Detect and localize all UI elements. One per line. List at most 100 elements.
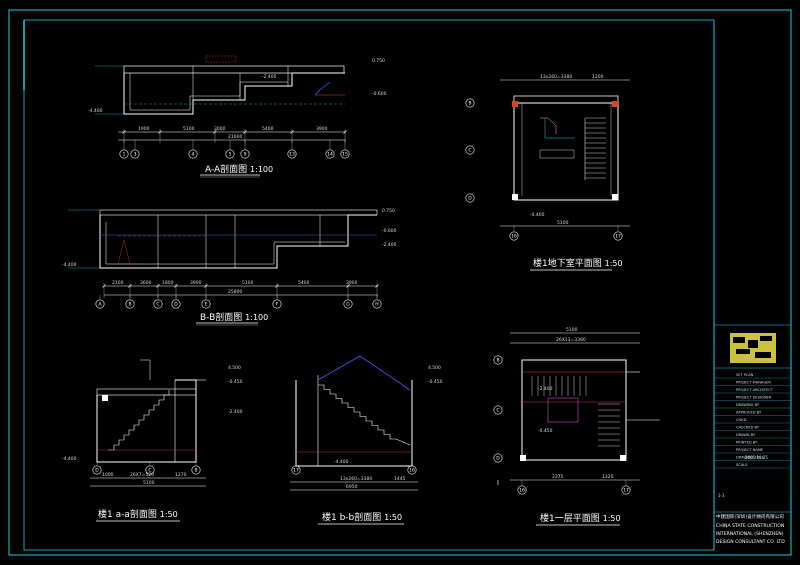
axis-label-f1-axes-4: D bbox=[496, 456, 500, 462]
axis-bubble-aa-axes-4 bbox=[240, 149, 250, 159]
axis-label-bb-axes-5: F bbox=[276, 302, 279, 308]
axis-label-bb-axes-3: D bbox=[174, 302, 178, 308]
axis-bubble-saa-axes-0 bbox=[92, 465, 102, 475]
tb-company-en-1: CHINA STATE CONSTRUCTION bbox=[716, 523, 784, 529]
drawing-frame bbox=[23, 19, 715, 551]
tb-row-label-11: DRAWING TITLE bbox=[736, 456, 765, 460]
tb-company-en-2: INTERNATIONAL (SHENZHEN) bbox=[716, 531, 784, 537]
saa-elev-2: -0.450 bbox=[228, 379, 243, 385]
axis-bubble-aa-axes-6 bbox=[325, 149, 335, 159]
aa-dim-2: 5100 bbox=[183, 126, 195, 132]
sheet-border bbox=[8, 9, 792, 556]
saa-elev-3: 4.500 bbox=[228, 365, 241, 371]
axis-bubble-bb-axes-3 bbox=[171, 299, 181, 309]
bb-title: B-B剖面图 1:100 bbox=[200, 311, 268, 323]
f1-dim-3: 1320 bbox=[602, 474, 614, 480]
tb-date: 2005.10.25 bbox=[745, 455, 768, 460]
aa-title: A-A剖面图 1:100 bbox=[205, 163, 273, 175]
company-logo bbox=[730, 333, 776, 363]
tb-row-label-8: DRAWN BY bbox=[736, 433, 756, 437]
axis-bubble-b1-axes-2 bbox=[465, 98, 475, 108]
axis-bubble-b1-axes-3 bbox=[465, 145, 475, 155]
stair-1f-plan: 26X13=3380 5100 2375 1320 -0.450 -2.400 … bbox=[493, 327, 660, 526]
bb-elev-2: -0.600 bbox=[382, 228, 397, 234]
axis-bubble-bb-axes-4 bbox=[201, 299, 211, 309]
axis-label-aa-axes-4: 9 bbox=[244, 152, 247, 158]
b1-title: 楼1地下室平面图 1:50 bbox=[533, 257, 623, 269]
bb-dim-4: 3900 bbox=[190, 280, 202, 286]
axis-bubble-b1-axes-0 bbox=[509, 231, 519, 241]
axis-label-b1-axes-1: 17 bbox=[615, 234, 621, 240]
b1-dim-total: 5100 bbox=[557, 220, 569, 226]
f1-dim-2: 2375 bbox=[552, 474, 564, 480]
axis-bubble-saa-axes-1 bbox=[145, 465, 155, 475]
sbb-elev-1: -4.400 bbox=[334, 459, 349, 465]
aa-elev-4: -4.400 bbox=[88, 108, 103, 114]
f1-elev-2: -2.400 bbox=[538, 386, 553, 392]
tb-row-label-7: CHECKED BY bbox=[736, 426, 760, 430]
axis-bubble-f1-axes-2 bbox=[493, 355, 503, 365]
axis-bubble-aa-axes-1 bbox=[130, 149, 140, 159]
axis-bubble-bb-axes-1 bbox=[125, 299, 135, 309]
axis-bubble-bb-axes-0 bbox=[95, 299, 105, 309]
axis-label-bb-axes-4: E bbox=[205, 302, 208, 308]
axis-label-b1-axes-2: B bbox=[468, 101, 471, 107]
saa-dim-1: 1000 bbox=[102, 472, 114, 478]
axis-label-saa-axes-0: D bbox=[95, 468, 99, 474]
b1-dim-1: 13x260=3380 bbox=[540, 74, 572, 80]
axis-label-aa-axes-1: 3 bbox=[134, 152, 137, 158]
axis-bubble-aa-axes-5 bbox=[287, 149, 297, 159]
axis-bubble-f1-axes-3 bbox=[493, 405, 503, 415]
axis-bubble-aa-axes-7 bbox=[340, 149, 350, 159]
axis-bubble-aa-axes-2 bbox=[188, 149, 198, 159]
bb-dim-3: 1800 bbox=[162, 280, 174, 286]
tb-company-en-3: DESIGN CONSULTANT CO. LTD bbox=[716, 539, 785, 545]
axis-bubble-aa-axes-3 bbox=[225, 149, 235, 159]
b1-elev-1: -4.400 bbox=[530, 212, 545, 218]
aa-dim-4: 5400 bbox=[262, 126, 274, 132]
sbb-elev-2: -0.450 bbox=[428, 379, 443, 385]
axis-label-bb-axes-7: H bbox=[375, 302, 378, 308]
axis-label-saa-axes-1: C bbox=[148, 468, 151, 474]
axis-label-aa-axes-5: 13 bbox=[289, 152, 295, 158]
axis-label-f1-axes-1: 17 bbox=[623, 488, 629, 494]
axis-label-f1-axes-3: C bbox=[496, 408, 499, 414]
saa-elev-1: -4.400 bbox=[62, 456, 77, 462]
sbb-dim-total: 6950 bbox=[346, 484, 358, 490]
axis-label-b1-axes-3: C bbox=[468, 148, 471, 154]
tb-row-label-1: PROJECT MANAGER bbox=[736, 381, 771, 385]
axis-bubble-b1-axes-1 bbox=[613, 231, 623, 241]
axis-bubble-bb-axes-6 bbox=[343, 299, 353, 309]
saa-dim-total: 5100 bbox=[143, 480, 155, 486]
bb-dim-7: 3900 bbox=[346, 280, 358, 286]
tb-row-label-4: DRAWING BY bbox=[736, 403, 760, 407]
axis-label-bb-axes-0: A bbox=[98, 302, 102, 308]
axis-bubble-f1-axes-1 bbox=[621, 485, 631, 495]
bb-dim-6: 5400 bbox=[298, 280, 310, 286]
bb-elev-1: 0.750 bbox=[382, 208, 395, 214]
axis-label-aa-axes-6: 14 bbox=[327, 152, 333, 158]
sbb-title: 楼1 b-b剖面图 1:50 bbox=[322, 511, 402, 523]
aa-elev-3: -0.600 bbox=[372, 91, 387, 97]
axis-label-saa-axes-2: B bbox=[194, 468, 197, 474]
axis-label-b1-axes-0: 16 bbox=[511, 234, 517, 240]
bb-dim-2: 3600 bbox=[140, 280, 152, 286]
aa-elev-2: -2.400 bbox=[262, 74, 277, 80]
aa-dim-5: 3900 bbox=[316, 126, 328, 132]
tb-row-label-3: PROJECT DESIGNER bbox=[736, 396, 772, 400]
stair-bb-section: 13x260=3380 1445 6950 -4.400 -0.450 4.50… bbox=[290, 355, 443, 525]
tb-row-label-2: PROJECT ARCHITECT bbox=[736, 388, 774, 392]
axis-bubble-bb-axes-2 bbox=[153, 299, 163, 309]
tb-sheet-no: 1-3 bbox=[718, 493, 725, 498]
axis-label-b1-axes-4: D bbox=[468, 196, 472, 202]
axis-label-f1-axes-0: 16 bbox=[519, 488, 525, 494]
axis-label-f1-axes-2: B bbox=[496, 358, 499, 364]
f1-dim-total: 5100 bbox=[566, 327, 578, 333]
aa-dim-total: 21600 bbox=[228, 134, 242, 140]
axis-bubble-bb-axes-7 bbox=[372, 299, 382, 309]
axis-label-sbb-axes-0: 17 bbox=[293, 468, 299, 474]
axis-bubble-saa-axes-2 bbox=[191, 465, 201, 475]
